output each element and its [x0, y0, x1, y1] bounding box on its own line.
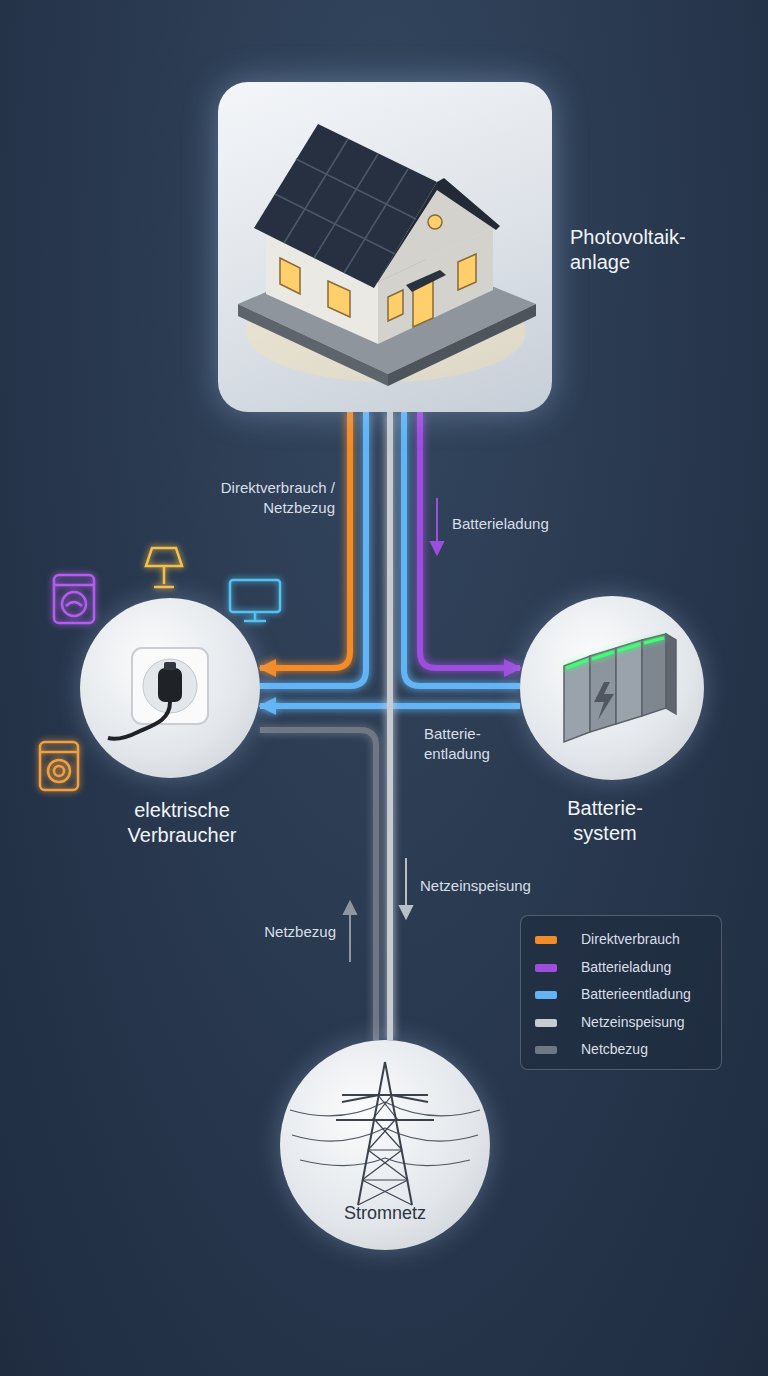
node-label: elektrische Verbraucher	[107, 798, 257, 848]
node-label: Photovoltaik- anlage	[570, 225, 720, 275]
legend-row: Netcbezug	[535, 1040, 710, 1060]
flow-connector	[404, 412, 520, 686]
socket-illustration	[80, 598, 260, 778]
direction-arrow	[431, 498, 443, 554]
pv-system-box: Photovoltaik- anlage	[218, 82, 552, 412]
connector-label: Batterieladung	[452, 514, 592, 534]
consumer-circle: elektrische Verbraucher	[80, 598, 260, 778]
legend-swatch	[535, 991, 557, 999]
legend-text: Netcbezug	[581, 1041, 648, 1057]
lamp-icon	[146, 548, 182, 587]
legend-text: Netzeinspeisung	[581, 1014, 685, 1030]
legend-swatch	[535, 1046, 557, 1054]
monitor-icon	[230, 580, 280, 621]
node-label: Batterie- system	[535, 796, 675, 846]
legend-swatch	[535, 936, 557, 944]
flow-connector	[260, 412, 350, 668]
flow-connector	[387, 412, 393, 1040]
connector-label: Netzeinspeisung	[420, 876, 570, 896]
house-illustration	[218, 82, 552, 412]
legend-swatch	[535, 1019, 557, 1027]
legend-box: DirektverbrauchBatterieladungBatterieent…	[520, 915, 722, 1070]
grid-circle: Stromnetz	[280, 1040, 490, 1250]
battery-circle: Batterie- system	[520, 596, 704, 780]
washer-icon	[54, 575, 94, 623]
legend-row: Batterieentladung	[535, 985, 710, 1005]
legend-text: Batterieentladung	[581, 986, 691, 1002]
connector-label: Direktverbrauch / Netzbezug	[185, 478, 335, 519]
flow-connector	[260, 730, 376, 1040]
node-label: Stromnetz	[280, 1202, 490, 1225]
dryer-icon	[40, 742, 78, 790]
legend-text: Direktverbrauch	[581, 931, 680, 947]
direction-arrow	[344, 902, 356, 962]
legend-row: Direktverbrauch	[535, 930, 710, 950]
legend-row: Batterieladung	[535, 958, 710, 978]
legend-text: Batterieladung	[581, 959, 671, 975]
flow-connector	[420, 412, 520, 668]
battery-illustration	[520, 596, 704, 780]
connector-label: Batterie- entladung	[424, 724, 516, 765]
legend-row: Netzeinspeisung	[535, 1013, 710, 1033]
direction-arrow	[400, 858, 412, 918]
flow-connector	[260, 412, 366, 686]
legend-swatch	[535, 964, 557, 972]
connector-label: Netzbezug	[226, 922, 336, 942]
